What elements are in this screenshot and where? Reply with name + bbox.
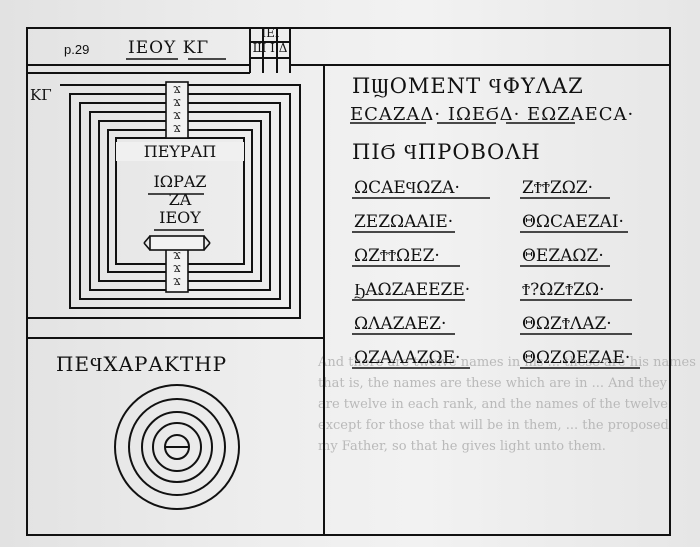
- name-entry: ΘΩΖΩΕΖΑΕ·: [522, 348, 631, 368]
- seal-mark: Ϫ: [173, 122, 181, 135]
- name-entry: ΩΛΑΖΑΕΖ·: [354, 314, 447, 334]
- name-entry: Ϯ?ΩΖϮΖΩ·: [522, 280, 605, 300]
- bleed-line: are twelve in each rank, and the names o…: [318, 397, 668, 412]
- seal-column: [143, 81, 211, 293]
- bleed-line: And there are twelve names in his ... th…: [318, 355, 696, 370]
- outer-frame: [26, 27, 671, 536]
- side-label: ΚΓ: [30, 86, 52, 104]
- center-line: ΙΩΡΑΖ: [153, 172, 207, 191]
- concentric-circles: [114, 384, 240, 510]
- name-entry: ϦΑΩΖΑΕΕΖΕ·: [354, 280, 471, 300]
- name-entry: ΩΖϮϮΩΕΖ·: [354, 246, 440, 266]
- bleed-through-text: And there are twelve names in his ... th…: [318, 352, 698, 457]
- right-heading-line: ΕϹΑΖΑΔ· ΙΩΕϬΔ· ΕΩΖΑΕϹΑ·: [350, 104, 635, 125]
- name-entry: ΘΩΖϮΛΑΖ·: [522, 314, 612, 334]
- page-reference: p.29: [64, 42, 90, 57]
- seal-mark: Ϫ: [173, 249, 181, 262]
- bleed-line: except for those that will be in them, .…: [318, 418, 669, 433]
- right-heading-line: ΠϢΟΜΕΝΤ ϤΦΥΛΑΖ: [352, 74, 584, 98]
- seal-mark: Ϫ: [173, 275, 181, 288]
- name-entry: ΖΕΖΩΑΑΙΕ·: [354, 212, 454, 232]
- name-entry: ΩϹΑΕϤΩΖΑ·: [354, 178, 460, 198]
- seal-mark: Ϫ: [173, 262, 181, 275]
- name-underlines: [350, 122, 640, 369]
- bleed-line: my Father, so that he gives light unto t…: [318, 439, 606, 454]
- seal-mark: Ϫ: [173, 83, 181, 96]
- joint-top-label: ΙΕΙ: [261, 26, 280, 40]
- name-entry: ΩΖΑΛΑΖΩΕ·: [354, 348, 461, 368]
- character-title: ΠΕϤΧΑΡΑΚΤΗΡ: [56, 352, 228, 376]
- nested-squares: [27, 84, 301, 319]
- center-line: ΙΕΟΥ: [159, 208, 201, 227]
- right-heading-line: ΠΙϬ ϤΠΡΟΒΟΛΗ: [352, 140, 541, 164]
- seal-mark: Ϫ: [173, 96, 181, 109]
- center-line: ΖΑ: [168, 190, 192, 209]
- top-label: ΙΕΟΥ ΚΓ: [128, 38, 210, 58]
- seal-mark: Ϫ: [173, 109, 181, 122]
- center-line: ΠΕΥΡΑΠ: [116, 142, 244, 161]
- name-entry: ΘΩϹΑΕΖΑΙ·: [522, 212, 624, 232]
- name-entry: ΖϮϮΖΩΖ·: [522, 178, 594, 198]
- joint-bottom-label: Ш Ι Δ: [252, 41, 288, 55]
- bleed-line: that is, the names are these which are i…: [318, 376, 668, 391]
- name-entry: ΘΕΖΑΩΖ·: [522, 246, 604, 266]
